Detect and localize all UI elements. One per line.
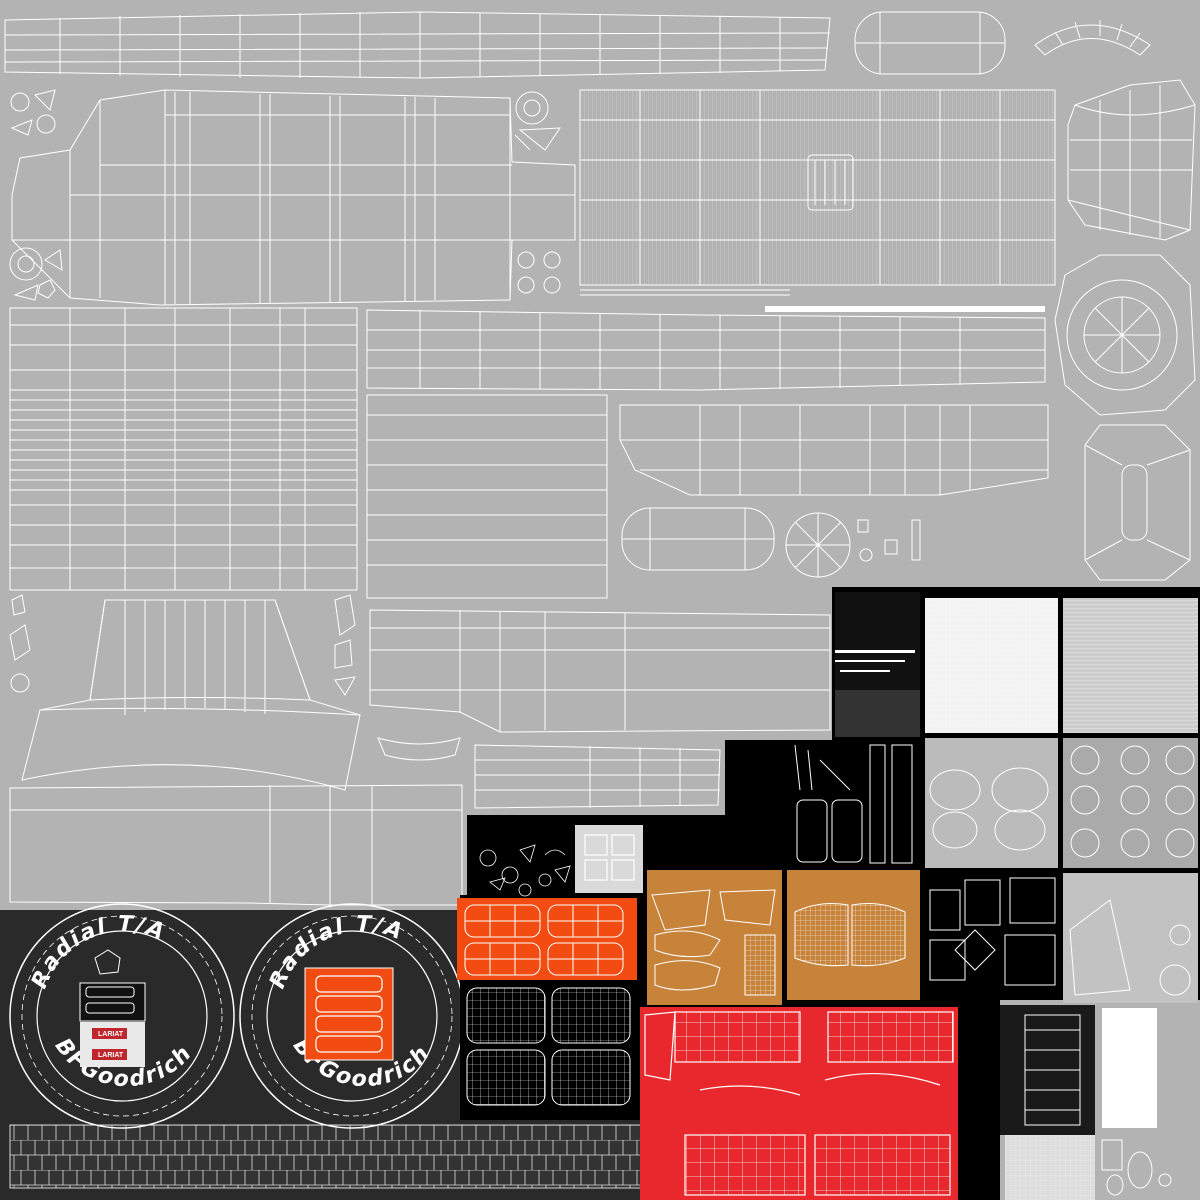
badge-bottom: LARIAT (98, 1052, 124, 1059)
capsule-mid (621, 507, 775, 571)
small-parts-center-low (334, 594, 356, 696)
ref-tile-dark-lines (835, 650, 915, 672)
grid-lights (466, 987, 631, 1106)
emblem-icon (94, 949, 121, 975)
roof-panel (579, 89, 1056, 296)
small-parts-center (514, 91, 561, 294)
ochre-parts-left (651, 889, 776, 996)
ref-tile-wheels (1063, 738, 1198, 868)
strip-white-bar (765, 306, 1045, 312)
red-taillights (644, 1011, 954, 1196)
ref-tile-uv-3-parts (929, 767, 1049, 851)
small-bolts (857, 519, 921, 562)
round-hub-part (1054, 254, 1196, 416)
small-parts-left-mid (9, 247, 63, 301)
arc-piece-low (377, 737, 461, 761)
small-parts-left-low (9, 594, 31, 693)
small-parts-left-top (10, 89, 56, 136)
capsule-top (854, 11, 1006, 75)
black-boxes (929, 877, 1056, 986)
bumper-part (619, 404, 1049, 496)
bed-panel-left (9, 307, 358, 591)
top-strip (4, 11, 831, 79)
lower-side-panel (9, 784, 463, 906)
orange-lights-tile (457, 898, 637, 980)
tapered-strip (474, 744, 721, 809)
orange-lights (464, 904, 624, 976)
ochre-parts-right (794, 903, 906, 967)
ref-tile-uv-4 (1063, 873, 1198, 1003)
badge-top: LARIAT (98, 1031, 124, 1038)
bucket-part (1067, 79, 1196, 241)
round-mid (785, 512, 851, 578)
ref-tile-uv-4-parts (1069, 899, 1191, 996)
door-panel (369, 609, 831, 733)
window-tile (575, 825, 643, 893)
ref-tile-dark-3-parts (1101, 1139, 1172, 1196)
cab-body-panel (11, 89, 576, 306)
hub-box (1084, 424, 1191, 581)
ref-tile-uv-3 (925, 738, 1058, 868)
fan-shaped-part (21, 599, 361, 791)
tread-strip (9, 1124, 646, 1189)
lined-block (366, 394, 608, 599)
arc-piece-top (1034, 20, 1151, 56)
side-strip (366, 309, 1046, 391)
wheel-circles (1070, 745, 1195, 858)
tire-left: Radial T/A BFGoodrich LARIAT LARIAT (9, 903, 235, 1129)
door-parts-black (794, 744, 913, 864)
tiny-parts-cluster (479, 844, 571, 897)
